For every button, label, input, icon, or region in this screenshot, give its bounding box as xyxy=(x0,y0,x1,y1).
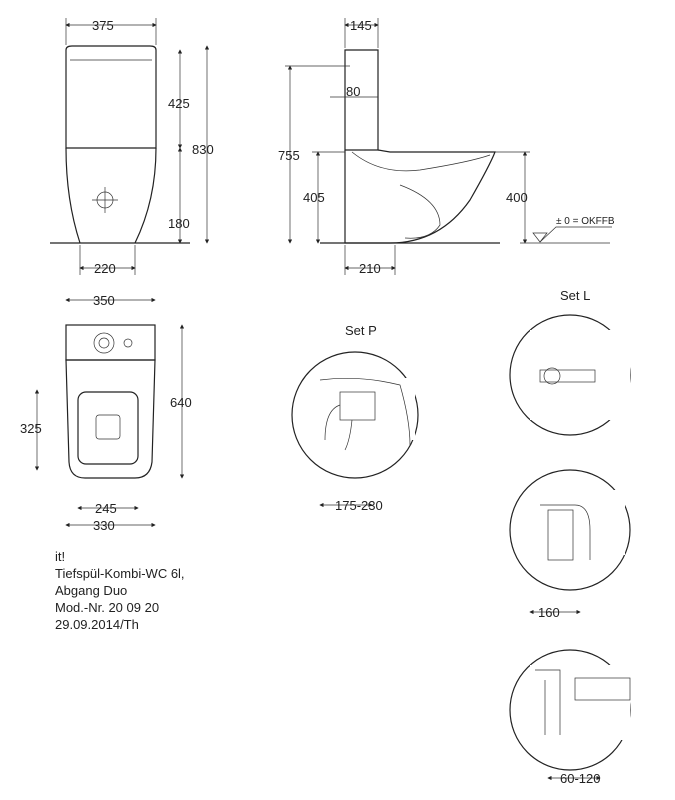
dim-330: 330 xyxy=(93,518,115,533)
dim-145: 145 xyxy=(350,18,372,33)
set-p-label: Set P xyxy=(345,323,377,338)
dim-640: 640 xyxy=(170,395,192,410)
dim-400: 400 xyxy=(506,190,528,205)
dim-425: 425 xyxy=(168,96,190,111)
side-view: 145 80 755 405 400 210 ± 0 = OKFFB xyxy=(278,18,615,276)
dim-220: 220 xyxy=(94,261,116,276)
dim-755: 755 xyxy=(278,148,300,163)
floor-reference: ± 0 = OKFFB xyxy=(556,216,615,227)
dim-325: 325 xyxy=(20,421,42,436)
dim-175-230: 175-230 xyxy=(335,498,383,513)
dim-160: 160 xyxy=(538,605,560,620)
set-l-label: Set L xyxy=(560,288,590,303)
dim-830: 830 xyxy=(192,142,214,157)
info-model: Mod.-Nr. 20 09 20 xyxy=(55,600,160,615)
set-l-detail: Set L 160 60-120 xyxy=(509,288,631,786)
dim-245: 245 xyxy=(95,501,117,516)
info-outlet: Abgang Duo xyxy=(55,583,128,598)
dim-405: 405 xyxy=(303,190,325,205)
info-date: 29.09.2014/Th xyxy=(55,617,139,632)
product-info: it! Tiefspül-Kombi-WC 6l, Abgang Duo Mod… xyxy=(55,548,185,633)
set-p-detail: Set P 175-230 xyxy=(291,323,419,513)
info-product: Tiefspül-Kombi-WC 6l, xyxy=(55,566,185,581)
dim-180: 180 xyxy=(168,216,190,231)
dim-60-120: 60-120 xyxy=(560,771,600,786)
dim-210: 210 xyxy=(359,261,381,276)
dim-80: 80 xyxy=(346,84,360,99)
info-brand: it! xyxy=(55,549,66,564)
dim-350: 350 xyxy=(93,293,115,308)
plan-view: 350 640 325 245 330 xyxy=(20,293,192,533)
front-view: 375 425 830 180 220 xyxy=(50,18,214,276)
dim-375: 375 xyxy=(92,18,114,33)
